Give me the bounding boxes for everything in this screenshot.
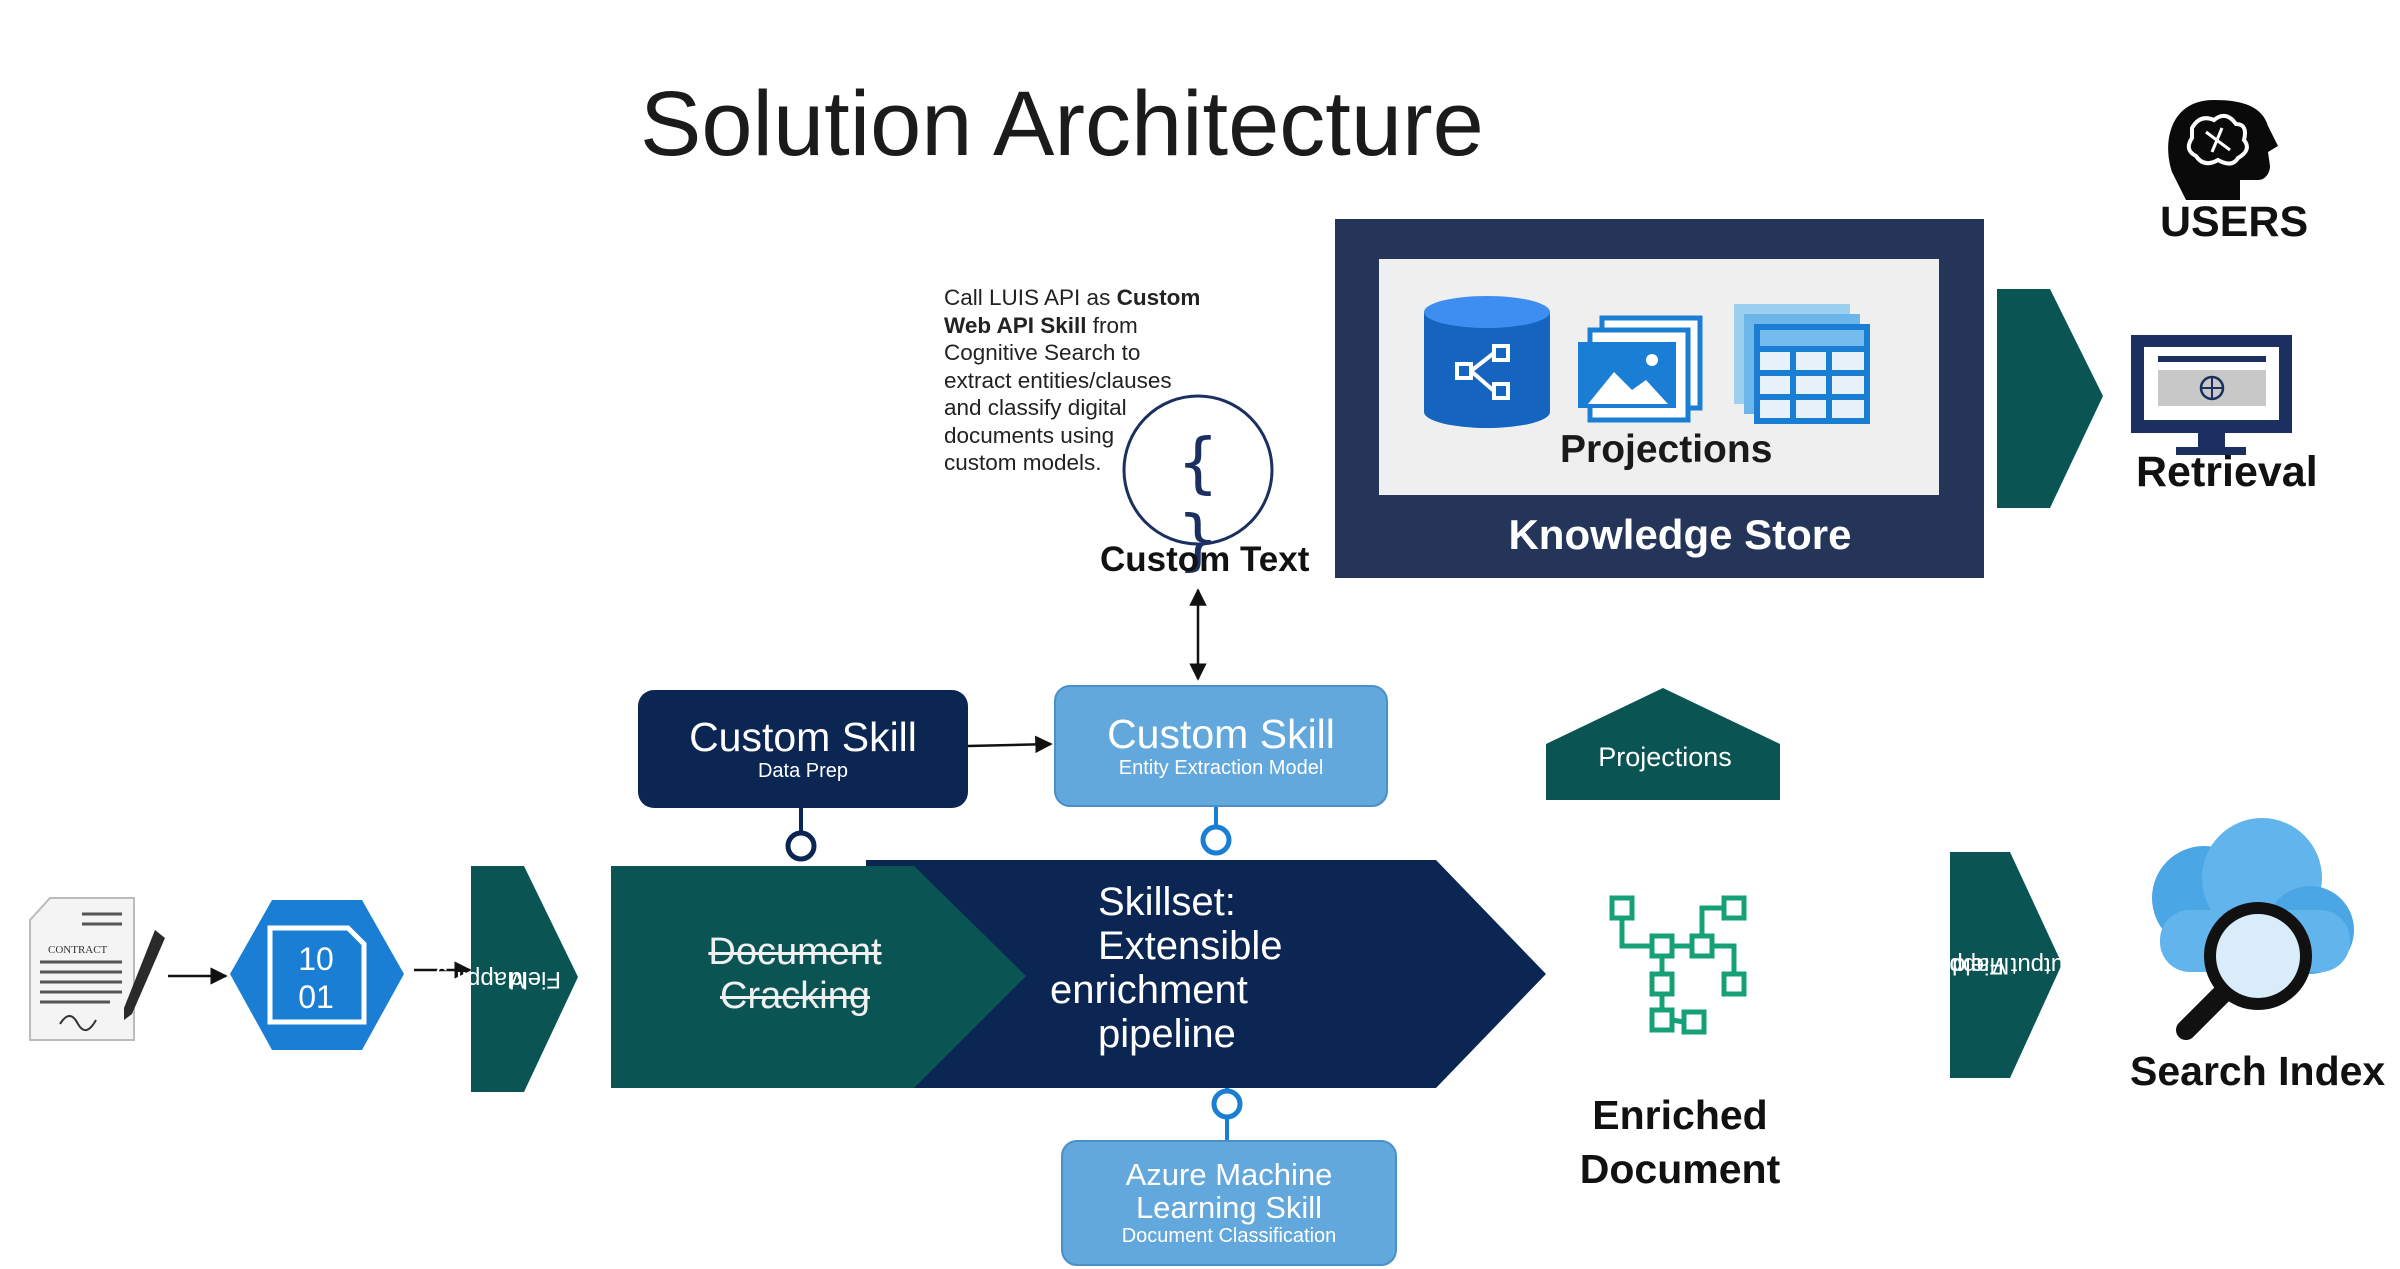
custom-skill-data-prep-subtitle: Data Prep	[757, 760, 849, 782]
enriched-line2: Document	[1579, 1146, 1781, 1192]
retrieval-label: Retrieval	[2136, 448, 2318, 496]
image-stack-icon	[1578, 315, 1703, 423]
custom-skill-entity-subtitle: Entity Extraction Model	[1118, 757, 1324, 779]
monitor-globe-icon	[2131, 335, 2292, 455]
enriched-line1: Enriched	[1592, 1092, 1768, 1138]
note-line2-post: from	[1086, 312, 1138, 338]
document-cracking-line2: Cracking	[720, 975, 870, 1017]
field-mapping-chevron	[471, 866, 578, 1092]
tree-hierarchy-icon	[1609, 895, 1747, 1035]
output-field-mapping-chevron	[1950, 852, 2062, 1078]
curly-braces-icon: { }	[1177, 424, 1219, 578]
custom-text-label: Custom Text	[1100, 540, 1310, 579]
binary-file-icon	[230, 900, 404, 1050]
document-cracking-label: Document Cracking	[660, 930, 930, 1018]
note-line3: Cognitive Search to	[944, 340, 1141, 365]
dataprep-to-entity-arrow	[967, 735, 1053, 754]
skillset-line2: Extensible	[1098, 924, 1283, 968]
field-mapping-line2: Mapping	[434, 965, 528, 993]
knowledge-store-label: Knowledge Store	[1508, 511, 1852, 558]
custom-text-circle	[1122, 394, 1274, 546]
skillset-line1: Skillset:	[1098, 880, 1236, 924]
note-line7: custom models.	[944, 450, 1102, 475]
note-line5: and classify digital	[944, 395, 1127, 420]
retrieval-arrow	[1997, 289, 2103, 508]
note-line2-bold: Web API Skill	[944, 312, 1087, 338]
aml-skill-line2: Learning Skill	[1135, 1190, 1323, 1225]
enriched-document-label: Enriched Document	[1560, 1088, 1800, 1196]
projections-tag-label: Projections	[1598, 742, 1732, 772]
luis-note: Call LUIS API as Custom Web API Skill fr…	[944, 284, 1204, 477]
note-line1-pre: Call LUIS API as	[944, 285, 1117, 310]
skillset-label: Skillset: Extensible enrichment pipeline	[1050, 880, 1283, 1056]
skillset-line4: pipeline	[1098, 1012, 1236, 1056]
skillset-chevron	[866, 860, 1546, 1088]
custom-skill-data-prep-title: Custom Skill	[689, 714, 917, 760]
binary-text-bottom: 01	[298, 979, 334, 1015]
head-brain-icon	[2168, 100, 2278, 200]
aml-skill-line1: Azure Machine	[1125, 1157, 1333, 1192]
note-line1-bold: Custom	[1116, 285, 1201, 310]
output-mapping-line2: Mapping	[1916, 951, 2010, 979]
document-cracking-line1: Document	[708, 931, 882, 973]
users-label: USERS	[2160, 198, 2309, 246]
aml-skill-subtitle: Document Classification	[1121, 1225, 1337, 1247]
database-share-icon	[1424, 296, 1550, 428]
cloud-search-icon	[2152, 818, 2354, 1040]
document-cracking-chevron	[611, 866, 1026, 1088]
custom-skill-entity-extraction: Custom Skill Entity Extraction Model	[1054, 685, 1388, 807]
contract-text: CONTRACT	[48, 944, 108, 956]
custom-skill-data-prep: Custom Skill Data Prep	[638, 690, 968, 808]
note-line4: extract entities/clauses	[944, 367, 1172, 393]
custom-skill-entity-title: Custom Skill	[1107, 711, 1335, 757]
note-line6: documents using	[944, 422, 1115, 448]
azure-ml-skill: Azure Machine Learning Skill Document Cl…	[1061, 1140, 1397, 1266]
skillset-line3: enrichment	[1050, 968, 1248, 1012]
skill-connectors	[785, 807, 1243, 1140]
binary-text-top: 10	[298, 941, 334, 977]
contract-pen-icon: CONTRACT	[29, 897, 165, 1041]
table-stack-icon	[1734, 304, 1870, 424]
page-title: Solution Architecture	[640, 73, 1484, 175]
projections-label: Projections	[1560, 428, 1773, 471]
search-index-label: Search Index	[2130, 1048, 2386, 1094]
projections-tag	[1546, 688, 1780, 800]
